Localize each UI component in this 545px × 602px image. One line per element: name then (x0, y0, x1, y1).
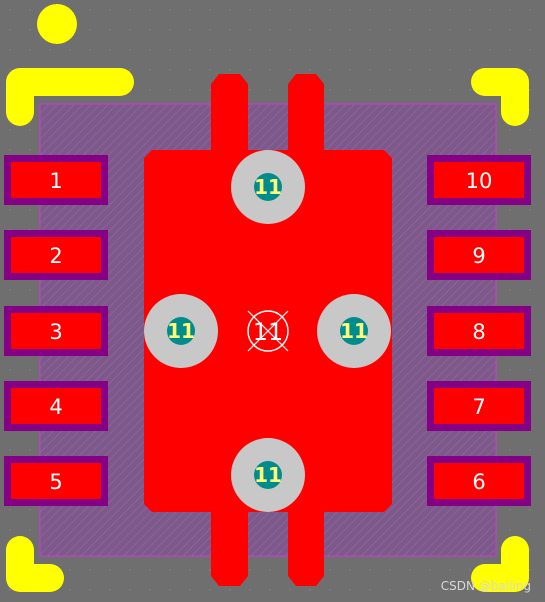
silkscreen-corner-bottom-right (471, 536, 529, 592)
pin-6-pad (434, 463, 524, 499)
via-drill (340, 317, 368, 345)
thermal-pad-tab-top-right (288, 74, 324, 150)
pin-10[interactable]: 10 (427, 155, 531, 205)
via-drill (254, 461, 282, 489)
pin-6-label: 6 (472, 470, 485, 494)
pin-9-pad (434, 237, 524, 273)
pin-4[interactable]: 4 (4, 381, 108, 431)
via-label: 11 (254, 175, 282, 199)
thermal-pad-tab-bottom-left (211, 510, 248, 586)
pin-3-pad (11, 313, 101, 349)
via-drill (254, 173, 282, 201)
pin-3[interactable]: 3 (4, 306, 108, 356)
pin-8-label: 8 (472, 320, 485, 344)
pin-5[interactable]: 5 (4, 456, 108, 506)
pin-6[interactable]: 6 (427, 456, 531, 506)
silkscreen-corner-bottom-left (6, 536, 64, 592)
pin-9[interactable]: 9 (427, 230, 531, 280)
silkscreen-corner-top-right (471, 68, 529, 126)
pad-center-marker: 11 (247, 310, 289, 352)
pin-8[interactable]: 8 (427, 306, 531, 356)
pins-right-column: 10 9 8 7 6 (427, 155, 531, 506)
pad-center-label: 11 (253, 318, 284, 346)
thermal-via-2[interactable]: 11 (144, 294, 218, 368)
watermark: CSDN @baiiing (440, 579, 531, 593)
pin-2-label: 2 (49, 244, 62, 268)
pin-8-pad (434, 313, 524, 349)
pin-5-pad (11, 463, 101, 499)
pin-10-label: 10 (466, 169, 493, 193)
pin1-indicator-dot (37, 4, 77, 44)
pin-1[interactable]: 1 (4, 155, 108, 205)
thermal-via-3[interactable]: 11 (317, 294, 391, 368)
pin-1-pad (11, 162, 101, 198)
pin-7[interactable]: 7 (427, 381, 531, 431)
pin-9-label: 9 (472, 244, 485, 268)
thermal-vias: 11 11 11 11 (144, 150, 391, 512)
thermal-via-1[interactable]: 11 (231, 150, 305, 224)
pin-10-pad (434, 162, 524, 198)
via-label: 11 (340, 319, 368, 343)
via-label: 11 (254, 463, 282, 487)
pin-7-pad (434, 388, 524, 424)
pin-4-pad (11, 388, 101, 424)
pin-5-label: 5 (49, 470, 62, 494)
pin-7-label: 7 (472, 395, 485, 419)
thermal-pad-tab-top-left (211, 74, 248, 150)
via-label: 11 (167, 319, 195, 343)
pin-4-label: 4 (49, 395, 62, 419)
thermal-pad-tab-bottom-right (288, 510, 324, 586)
pin-2[interactable]: 2 (4, 230, 108, 280)
pin-2-pad (11, 237, 101, 273)
via-drill (167, 317, 195, 345)
pin-1-label: 1 (49, 169, 62, 193)
pins-left-column: 1 2 3 4 5 (4, 155, 108, 506)
thermal-via-4[interactable]: 11 (231, 438, 305, 512)
pin-3-label: 3 (49, 320, 62, 344)
silkscreen-corner-top-left (6, 68, 134, 126)
